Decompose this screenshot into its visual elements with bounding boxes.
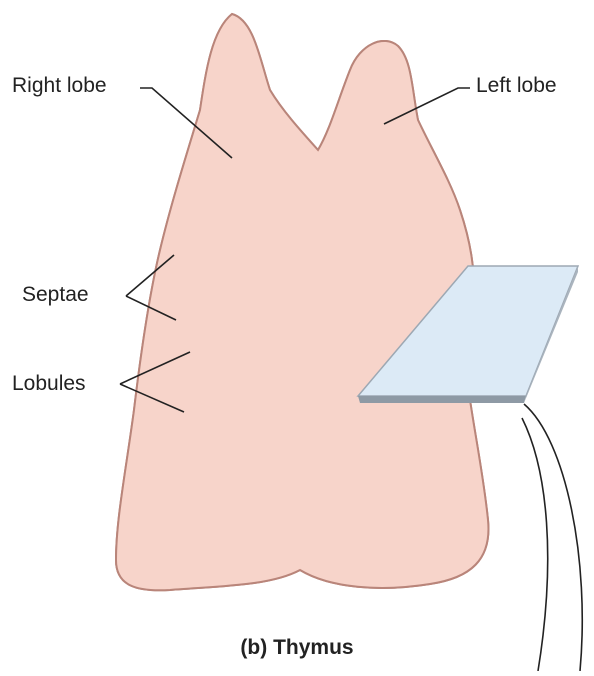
- lobule-cell: [381, 0, 424, 43]
- lobule-cell: [401, 582, 446, 623]
- lobule-cell: [110, 131, 161, 179]
- lobule-cell: [136, 97, 185, 145]
- lobule-cell: [287, 28, 332, 70]
- lobule-cell: [271, 7, 308, 43]
- lobule-cell: [341, 1, 385, 40]
- label-lobules: Lobules: [12, 372, 86, 396]
- lobule-cell: [404, 35, 451, 73]
- caption-letter: (b): [240, 636, 267, 659]
- lobule-cell: [77, 407, 126, 458]
- lobule-cell: [459, 135, 506, 182]
- lobule-cell: [87, 141, 121, 172]
- figure-caption: (b) Thymus: [0, 636, 594, 660]
- lobule-cell: [478, 576, 528, 621]
- lobule-cell: [479, 107, 517, 143]
- lobule-cell: [92, 101, 146, 151]
- label-right-lobe: Right lobe: [12, 74, 107, 98]
- lobule-cell: [438, 102, 479, 146]
- lobule-cell: [477, 166, 521, 212]
- label-septae: Septae: [22, 283, 89, 307]
- lobule-cell: [426, 0, 465, 40]
- lobule-cell: [94, 305, 137, 350]
- lobule-cell: [118, 195, 166, 245]
- lobule-cell: [98, 175, 145, 214]
- lobule-cell: [153, 8, 196, 37]
- lobule-cell: [114, 0, 163, 36]
- label-left-lobe: Left lobe: [476, 74, 557, 98]
- lobule-cell: [141, 33, 182, 71]
- caption-title: Thymus: [273, 636, 354, 659]
- lobule-cell: [93, 28, 137, 71]
- lobule-cell: [311, 0, 348, 40]
- lobule-cell: [464, 206, 503, 246]
- lobule-cell: [152, 60, 200, 107]
- lobule-cell: [82, 4, 117, 37]
- lobule-cell: [465, 5, 501, 38]
- lobule-cell: [70, 196, 122, 247]
- section-leader-line: [522, 418, 548, 671]
- lobule-cell: [97, 241, 135, 280]
